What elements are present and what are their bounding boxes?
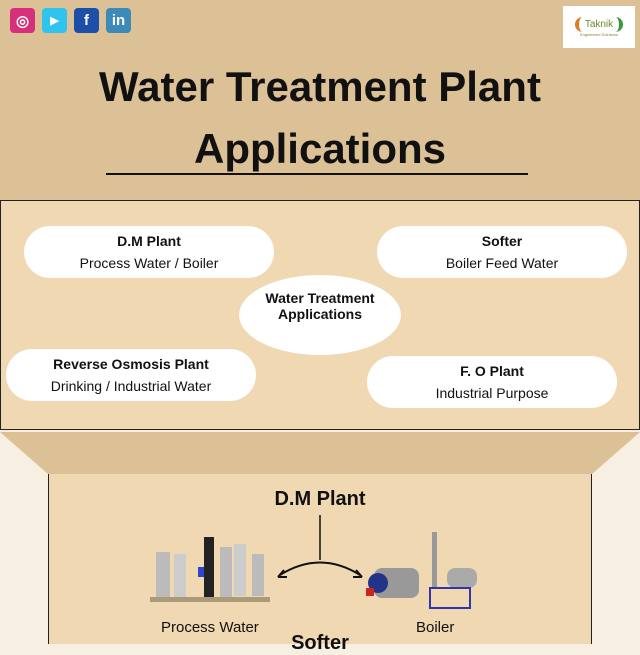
bubble-sub: Drinking / Industrial Water bbox=[50, 378, 212, 394]
logo-name: Taknik bbox=[574, 17, 624, 32]
bubble-title: Softer bbox=[481, 233, 523, 249]
next-section-title: Softer bbox=[291, 632, 349, 654]
box-flap bbox=[0, 432, 640, 474]
bubble-title: Reverse Osmosis Plant bbox=[53, 356, 209, 372]
logo-tagline: Engineered Solutions bbox=[579, 32, 619, 37]
logo: Taknik Engineered Solutions bbox=[563, 6, 635, 48]
linkedin-icon[interactable]: in bbox=[106, 8, 131, 33]
bubble-sub: Process Water / Boiler bbox=[79, 255, 219, 271]
youtube-icon[interactable]: ▶ bbox=[42, 8, 67, 33]
instagram-icon[interactable]: ◎ bbox=[10, 8, 35, 33]
section-title: D.M Plant bbox=[274, 488, 366, 510]
bubble-sub: Boiler Feed Water bbox=[445, 255, 559, 271]
bubble-sub: Industrial Purpose bbox=[435, 385, 549, 401]
header-band bbox=[0, 0, 640, 200]
connector-arrows bbox=[277, 515, 363, 578]
dm-plant-image bbox=[150, 537, 270, 602]
facebook-icon[interactable]: f bbox=[74, 8, 99, 33]
label-process-water: Process Water bbox=[161, 619, 259, 636]
center-bubble: Water Treatment Applications bbox=[239, 275, 401, 355]
page-title: Water Treatment Plant Applications bbox=[99, 63, 541, 172]
label-boiler: Boiler bbox=[416, 619, 455, 636]
bubble-title: F. O Plant bbox=[460, 363, 524, 379]
bubble-title: D.M Plant bbox=[117, 233, 181, 249]
divider bbox=[106, 173, 528, 175]
boiler-image bbox=[366, 532, 477, 609]
social-links: ◎ ▶ f in bbox=[10, 8, 131, 33]
